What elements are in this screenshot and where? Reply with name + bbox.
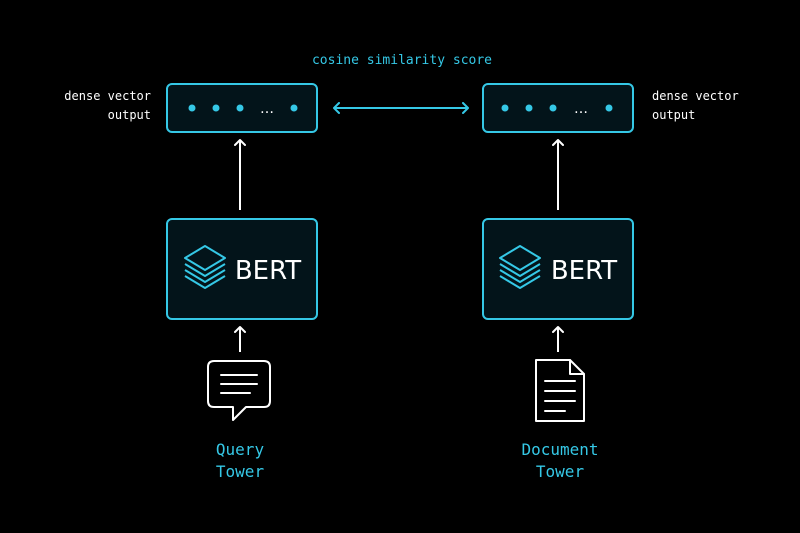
document-vector-label-line2: output xyxy=(652,108,695,122)
chat-bubble-icon xyxy=(207,360,271,421)
document-tower: … dense vector output BERT xyxy=(482,83,739,481)
query-vector-label-line2: output xyxy=(108,108,151,122)
stacked-layers-icon xyxy=(184,245,226,289)
document-icon xyxy=(535,359,585,422)
document-tower-name-line1: Document xyxy=(521,440,598,459)
query-bert-encoder: BERT xyxy=(166,218,318,320)
query-tower-name-line2: Tower xyxy=(216,462,265,481)
query-vector-box: … xyxy=(166,83,318,133)
query-tower: dense vector output … BERT xyxy=(64,83,318,481)
query-vector-ellipsis: … xyxy=(260,101,274,117)
document-vector-ellipsis: … xyxy=(574,101,588,117)
document-tower-name-line2: Tower xyxy=(536,462,585,481)
similarity-label: cosine similarity score xyxy=(312,53,492,68)
document-vector-label-line1: dense vector xyxy=(652,89,739,103)
document-bert-label: BERT xyxy=(551,256,617,286)
query-tower-name-line1: Query xyxy=(216,440,265,459)
document-vector-box: … xyxy=(482,83,634,133)
query-bert-label: BERT xyxy=(235,256,301,286)
query-vector-label-line1: dense vector xyxy=(64,89,151,103)
document-bert-encoder: BERT xyxy=(482,218,634,320)
stacked-layers-icon xyxy=(499,245,541,289)
